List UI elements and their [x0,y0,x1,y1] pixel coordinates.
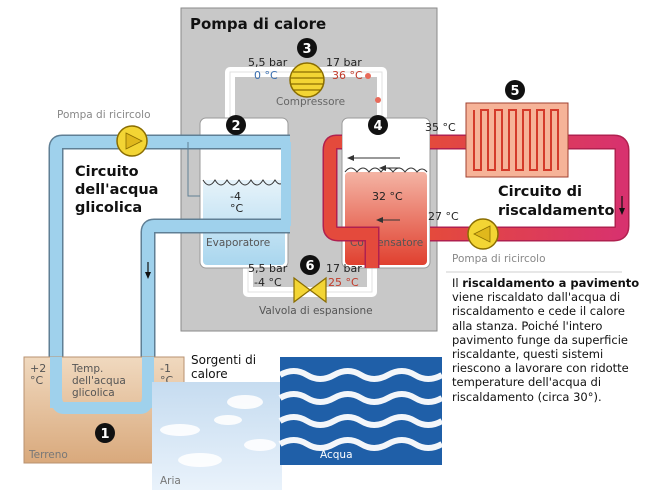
air-label: Aria [160,475,181,487]
ground-label: Terreno [28,449,68,461]
compressor-label: Compressore [276,96,345,108]
glycol-temp-line1: Temp. [71,363,103,375]
valve-right-temp: 25 °C [328,276,359,289]
svg-text:3: 3 [302,42,311,57]
marker-1: 1 [95,423,115,443]
valve-label: Valvola di espansione [259,305,373,317]
compressor-left-pressure: 5,5 bar [248,56,288,69]
panel-title: Pompa di calore [190,15,326,33]
marker-6: 6 [300,255,320,275]
glycol-circuit-line1: Circuito [75,164,139,180]
svg-text:6: 6 [305,259,314,274]
evaporator-temp-value: -4 [230,190,241,203]
marker-5: 5 [505,80,525,100]
svg-text:4: 4 [373,119,382,134]
left-pump-label: Pompa di ricircolo [57,109,151,121]
description-bold-term: riscaldamento a pavimento [462,276,640,290]
description-body: viene riscaldato dall'acqua di riscaldam… [452,290,629,404]
floor-heating-description: Il riscaldamento a pavimento viene risca… [452,276,642,404]
condenser-temp: 32 °C [372,190,403,203]
right-pump-label: Pompa di ricircolo [452,253,546,265]
svg-text:5: 5 [510,84,519,99]
svg-text:1: 1 [100,427,109,442]
valve-right-pressure: 17 bar [326,262,362,275]
heating-supply-temp: 35 °C [425,121,456,134]
evaporator-temp-unit: °C [230,202,244,215]
ground-temp-left-value: +2 [30,362,46,375]
valve-left-pressure: 5,5 bar [248,262,288,275]
description-intro: Il [452,276,463,290]
glycol-temp-line3: glicolica [72,387,115,399]
compressor-left-temp: 0 °C [254,69,278,82]
compressor-right-pressure: 17 bar [326,56,362,69]
heating-circuit-line1: Circuito di [498,184,582,200]
marker-2: 2 [226,115,246,135]
ground-temp-left-unit: °C [30,374,44,387]
glycol-circuit-line3: glicolica [75,200,142,216]
glycol-temp-line2: dell'acqua [72,375,126,387]
valve-left-temp: -4 °C [254,276,282,289]
ground-temp-right-value: -1 [160,362,171,375]
sources-title-line1: Sorgenti di [191,353,256,367]
compressor-right-temp: 36 °C [332,69,363,82]
floor-heater [465,102,569,178]
evaporator-label: Evaporatore [206,237,270,249]
air-block [152,382,282,490]
heating-return-temp: 27 °C [428,210,459,223]
compressor [289,62,325,98]
expansion-valve [293,276,327,304]
glycol-circuit-line2: dell'acqua [75,182,158,198]
marker-3: 3 [297,38,317,58]
heating-circuit-line2: riscaldamento [498,203,614,219]
marker-4: 4 [368,115,388,135]
right-recirculation-pump [467,218,499,250]
left-recirculation-pump [116,125,148,157]
svg-text:2: 2 [231,119,240,134]
sources-title-line2: calore [191,367,228,381]
water-label: Acqua [320,449,353,461]
